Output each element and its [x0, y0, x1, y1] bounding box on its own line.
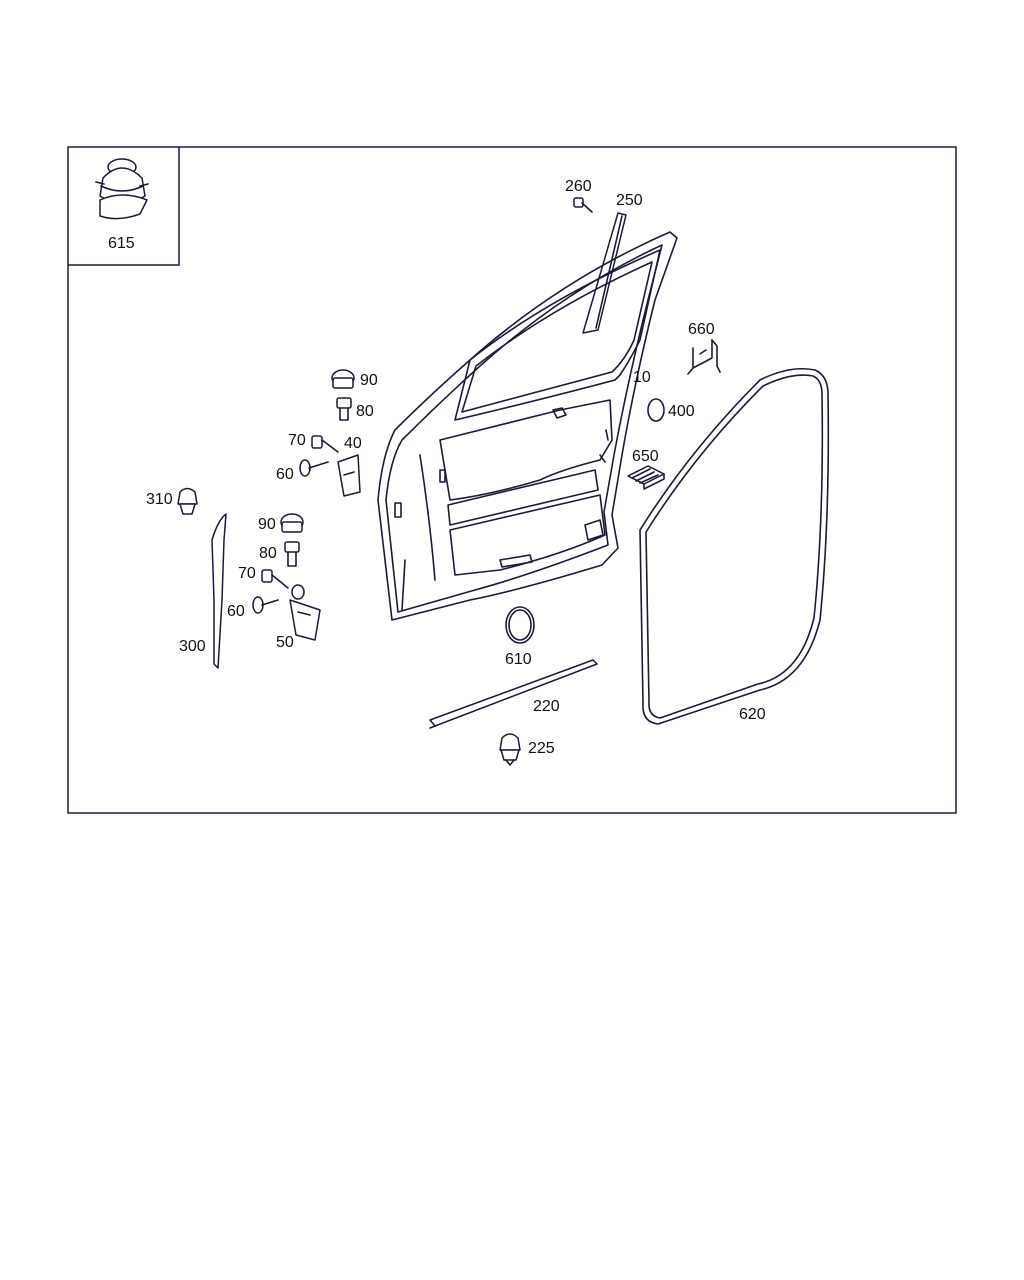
grommet-615: [95, 158, 149, 220]
bolt-80-upper: [336, 397, 352, 421]
ring-610: [505, 606, 535, 644]
bolt-80-lower: [284, 541, 300, 567]
nut-90-lower: [280, 513, 304, 533]
label-610: 610: [505, 651, 532, 668]
inset-box-615: [68, 147, 180, 266]
strip-220: [429, 659, 598, 729]
plug-400: [647, 398, 665, 422]
label-90-lower: 90: [258, 516, 276, 533]
label-10: 10: [633, 369, 651, 386]
label-300: 300: [179, 638, 206, 655]
diagram-frame: [67, 146, 957, 814]
label-70-upper: 70: [288, 432, 306, 449]
bracket-660: [687, 339, 721, 375]
label-90-upper: 90: [360, 372, 378, 389]
bolt-70-upper: [311, 435, 339, 453]
screw-260: [573, 197, 593, 213]
label-650: 650: [632, 448, 659, 465]
label-620: 620: [739, 706, 766, 723]
label-400: 400: [668, 403, 695, 420]
door-shell-10: [377, 231, 678, 621]
clip-310: [177, 487, 198, 515]
clip-225: [499, 733, 521, 766]
label-80-upper: 80: [356, 403, 374, 420]
door-seal-620: [639, 367, 830, 725]
label-40: 40: [344, 435, 362, 452]
clip-650: [627, 465, 665, 490]
strip-300: [211, 513, 227, 669]
label-220: 220: [533, 698, 560, 715]
label-60-upper: 60: [276, 466, 294, 483]
screw-60-upper: [299, 459, 329, 477]
label-310: 310: [146, 491, 173, 508]
label-250: 250: [616, 192, 643, 209]
label-260: 260: [565, 178, 592, 195]
hinge-40: [337, 454, 361, 497]
label-50: 50: [276, 634, 294, 651]
label-70-lower: 70: [238, 565, 256, 582]
hinge-50: [289, 584, 321, 641]
screw-60-lower: [252, 596, 279, 614]
label-225: 225: [528, 740, 555, 757]
bolt-70-lower: [261, 569, 289, 589]
label-615: 615: [108, 235, 135, 252]
nut-90-upper: [331, 369, 355, 389]
label-660: 660: [688, 321, 715, 338]
label-60-lower: 60: [227, 603, 245, 620]
label-80-lower: 80: [259, 545, 277, 562]
